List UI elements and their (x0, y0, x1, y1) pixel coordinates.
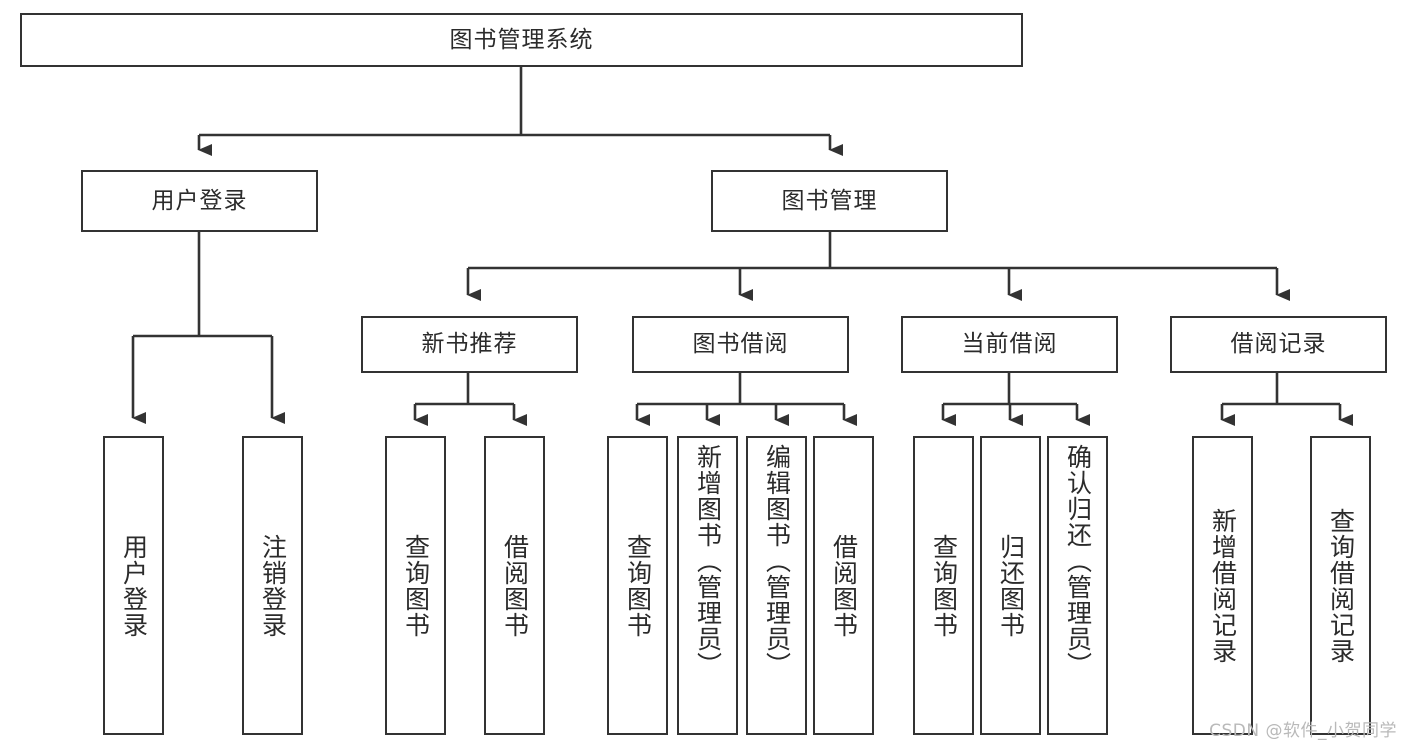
node-borrow-record-label: 借阅记录 (1230, 331, 1327, 358)
node-leaf-borrow-book-label: 借阅图书 (829, 533, 859, 638)
node-leaf-query-borrow-record-label: 查询借阅记录 (1326, 507, 1356, 664)
node-leaf-return-book-label: 归还图书 (996, 533, 1026, 638)
node-leaf-confirm-return-admin-label: 确认归还（管理员） (1063, 444, 1093, 678)
node-leaf-borrow-book[interactable]: 借阅图书 (813, 436, 874, 735)
node-book-borrow[interactable]: 图书借阅 (632, 316, 849, 373)
node-leaf-confirm-return-admin[interactable]: 确认归还（管理员） (1047, 436, 1108, 735)
node-leaf-logout-label: 注销登录 (258, 533, 288, 638)
node-leaf-add-borrow-record[interactable]: 新增借阅记录 (1192, 436, 1253, 735)
node-book-borrow-label: 图书借阅 (692, 331, 789, 358)
node-leaf-query-borrow-record[interactable]: 查询借阅记录 (1310, 436, 1371, 735)
node-root[interactable]: 图书管理系统 (20, 13, 1023, 67)
node-leaf-add-borrow-record-label: 新增借阅记录 (1208, 507, 1238, 664)
node-leaf-user-login[interactable]: 用户登录 (103, 436, 164, 735)
node-current-borrow-label: 当前借阅 (961, 331, 1058, 358)
node-leaf-edit-book-admin[interactable]: 编辑图书（管理员） (746, 436, 807, 735)
node-leaf-logout[interactable]: 注销登录 (242, 436, 303, 735)
node-leaf-query-books-rec[interactable]: 查询图书 (385, 436, 446, 735)
node-book-manage-label: 图书管理 (781, 187, 878, 214)
csdn-watermark: CSDN @软件_小贺同学 (1209, 721, 1397, 741)
node-leaf-query-books-current[interactable]: 查询图书 (913, 436, 974, 735)
node-leaf-query-books-current-label: 查询图书 (929, 533, 959, 638)
node-leaf-edit-book-admin-label: 编辑图书（管理员） (762, 444, 792, 678)
node-leaf-query-books-borrow-label: 查询图书 (623, 533, 653, 638)
node-user-login-label: 用户登录 (151, 187, 248, 214)
node-leaf-query-books-rec-label: 查询图书 (401, 533, 431, 638)
node-root-label: 图书管理系统 (449, 26, 594, 53)
node-leaf-borrow-books-rec-label: 借阅图书 (500, 533, 530, 638)
node-new-book-rec[interactable]: 新书推荐 (361, 316, 578, 373)
node-leaf-query-books-borrow[interactable]: 查询图书 (607, 436, 668, 735)
node-user-login[interactable]: 用户登录 (81, 170, 318, 232)
node-leaf-user-login-label: 用户登录 (119, 533, 149, 638)
node-leaf-borrow-books-rec[interactable]: 借阅图书 (484, 436, 545, 735)
node-borrow-record[interactable]: 借阅记录 (1170, 316, 1387, 373)
node-book-manage[interactable]: 图书管理 (711, 170, 948, 232)
node-current-borrow[interactable]: 当前借阅 (901, 316, 1118, 373)
node-leaf-add-book-admin-label: 新增图书（管理员） (693, 444, 723, 678)
node-leaf-return-book[interactable]: 归还图书 (980, 436, 1041, 735)
node-leaf-add-book-admin[interactable]: 新增图书（管理员） (677, 436, 738, 735)
node-new-book-rec-label: 新书推荐 (421, 331, 518, 358)
